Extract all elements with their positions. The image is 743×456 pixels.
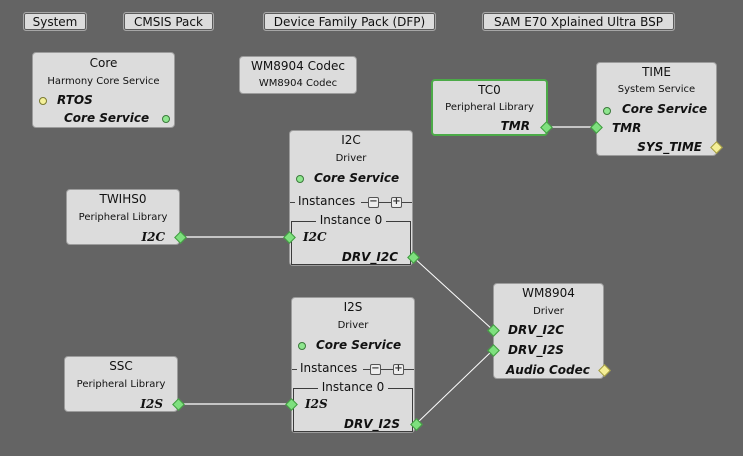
node-i2c-driver[interactable]: I2C Driver Core Service Instances − + In…	[289, 130, 413, 266]
port-i2s: I2S	[140, 397, 163, 411]
tab-cmsis-pack[interactable]: CMSIS Pack	[123, 12, 214, 31]
core-service-dependency-icon[interactable]	[296, 175, 304, 183]
node-title: SSC	[109, 359, 133, 373]
instance-label: Instance 0	[290, 213, 412, 227]
divider	[292, 369, 297, 370]
tab-system[interactable]: System	[23, 12, 87, 31]
node-time[interactable]: TIME System Service Core Service TMR SYS…	[596, 62, 717, 156]
node-tc0[interactable]: TC0 Peripheral Library TMR	[431, 79, 548, 136]
port-i2c: I2C	[303, 230, 327, 244]
add-instance-button[interactable]: +	[393, 363, 404, 375]
port-core-service: Core Service	[316, 338, 402, 352]
node-subtitle: WM8904 Codec	[258, 78, 338, 89]
port-drv-i2s: DRV_I2S	[508, 343, 564, 357]
divider	[290, 202, 295, 203]
divider	[361, 202, 412, 203]
port-tmr: TMR	[612, 121, 642, 135]
wire-i2c-wm8904	[412, 256, 494, 331]
node-subtitle: Peripheral Library	[78, 212, 168, 223]
node-wm8904-codec[interactable]: WM8904 Codec WM8904 Codec	[239, 56, 357, 94]
port-drv-i2c: DRV_I2C	[508, 323, 565, 337]
port-sys-time: SYS_TIME	[637, 140, 702, 154]
node-title: WM8904 Codec	[251, 59, 345, 73]
node-subtitle: Harmony Core Service	[47, 76, 160, 87]
node-subtitle: Peripheral Library	[76, 379, 166, 390]
tab-bsp[interactable]: SAM E70 Xplained Ultra BSP	[482, 12, 675, 31]
node-subtitle: Driver	[335, 153, 367, 164]
node-ssc[interactable]: SSC Peripheral Library I2S	[64, 356, 178, 412]
remove-instance-button[interactable]: −	[370, 363, 381, 375]
port-core-service: Core Service	[622, 102, 708, 116]
port-i2c: I2C	[141, 230, 165, 244]
node-subtitle: System Service	[617, 84, 696, 95]
instance-label-text: Instance 0	[315, 213, 387, 227]
instances-label: Instances	[300, 361, 358, 375]
node-title: I2S	[343, 300, 363, 314]
node-title: I2C	[341, 133, 361, 147]
node-title: WM8904	[522, 286, 575, 300]
port-drv-i2c: DRV_I2C	[341, 250, 398, 264]
node-i2s-driver[interactable]: I2S Driver Core Service Instances − + In…	[291, 297, 415, 433]
port-rtos: RTOS	[57, 93, 93, 107]
node-subtitle: Driver	[533, 306, 564, 317]
tab-device-family-pack[interactable]: Device Family Pack (DFP)	[263, 12, 436, 31]
core-service-dependency-icon[interactable]	[298, 342, 306, 350]
node-core[interactable]: Core Harmony Core Service RTOS Core Serv…	[32, 52, 175, 128]
rtos-dependency-icon[interactable]	[39, 97, 47, 105]
remove-instance-button[interactable]: −	[368, 196, 379, 208]
node-title: TIME	[642, 65, 671, 79]
node-subtitle: Driver	[337, 320, 369, 331]
port-i2s: I2S	[305, 397, 328, 411]
port-drv-i2s: DRV_I2S	[344, 417, 400, 431]
node-title: TC0	[478, 83, 501, 97]
port-tmr: TMR	[500, 119, 530, 133]
port-core-service: Core Service	[64, 111, 150, 125]
port-core-service: Core Service	[314, 171, 400, 185]
instances-label: Instances	[298, 194, 356, 208]
wire-i2s-wm8904	[415, 349, 494, 425]
node-wm8904-driver[interactable]: WM8904 Driver DRV_I2C DRV_I2S Audio Code…	[493, 283, 604, 379]
node-title: Core	[89, 56, 118, 70]
node-subtitle: Peripheral Library	[445, 102, 534, 113]
core-service-dependency-icon[interactable]	[603, 107, 611, 115]
core-service-capability-icon[interactable]	[162, 115, 170, 123]
node-title: TWIHS0	[99, 192, 147, 206]
node-twihs0[interactable]: TWIHS0 Peripheral Library I2C	[66, 189, 180, 245]
instance-label-text: Instance 0	[317, 380, 389, 394]
add-instance-button[interactable]: +	[391, 196, 402, 208]
port-audio-codec: Audio Codec	[506, 363, 590, 377]
divider	[363, 369, 414, 370]
instance-label: Instance 0	[292, 380, 414, 394]
